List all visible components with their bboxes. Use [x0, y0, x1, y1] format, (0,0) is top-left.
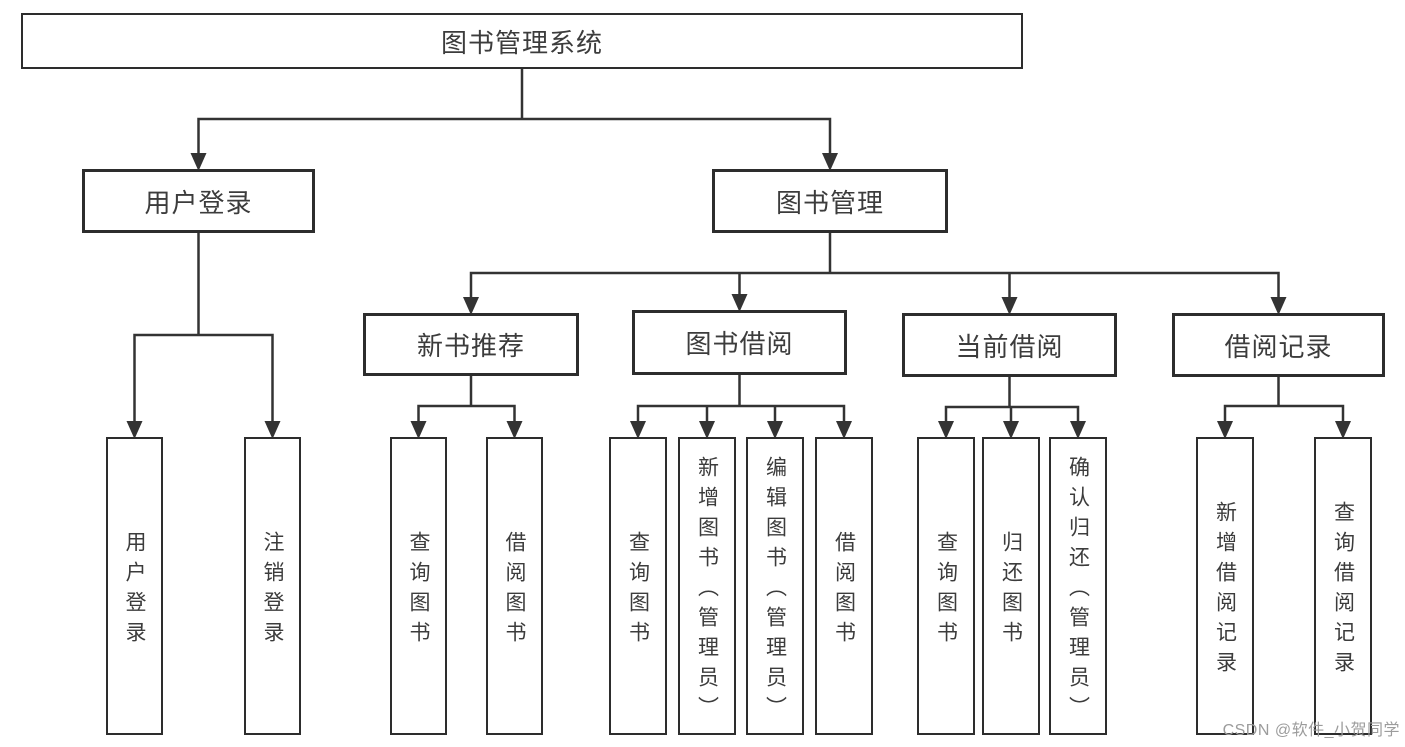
node-label-borrow-records: 借阅记录 [1224, 331, 1333, 362]
edge-from-user-login [133, 232, 274, 425]
node-label-book-borrow: 图书借阅 [685, 329, 794, 359]
node-label-leaf-bb-borrow: 借阅图书 [832, 530, 856, 651]
node-label-leaf-cb-query: 查询图书 [934, 530, 958, 651]
node-leaf-nb-borrow: 借阅图书 [486, 437, 543, 735]
node-label-leaf-logout: 注销登录 [261, 530, 284, 651]
node-leaf-br-query: 查询借阅记录 [1314, 437, 1372, 735]
node-book-mgmt: 图书管理 [712, 169, 948, 233]
node-label-leaf-nb-borrow: 借阅图书 [503, 530, 526, 651]
node-leaf-bb-edit: 编辑图书（管理员） [746, 437, 804, 735]
node-label-leaf-nb-query: 查询图书 [407, 530, 430, 651]
node-leaf-bb-query: 查询图书 [609, 437, 667, 735]
node-leaf-cb-return: 归还图书 [982, 437, 1040, 735]
node-leaf-user-login: 用户登录 [106, 437, 163, 735]
node-user-login: 用户登录 [82, 169, 315, 233]
node-leaf-logout: 注销登录 [244, 437, 301, 735]
edge-from-root [197, 68, 832, 157]
node-label-current-borrow: 当前借阅 [955, 331, 1064, 362]
node-label-leaf-bb-add: 新增图书（管理员） [695, 455, 719, 726]
node-label-leaf-bb-query: 查询图书 [626, 530, 650, 651]
node-leaf-cb-confirm: 确认归还（管理员） [1049, 437, 1107, 735]
node-leaf-br-add: 新增借阅记录 [1196, 437, 1254, 735]
node-label-leaf-br-add: 新增借阅记录 [1213, 500, 1237, 681]
edge-from-book-mgmt [469, 232, 1280, 301]
node-label-leaf-cb-confirm: 确认归还（管理员） [1066, 455, 1090, 726]
edge-from-book-borrow [636, 374, 846, 425]
node-label-leaf-br-query: 查询借阅记录 [1331, 500, 1355, 681]
node-label-leaf-bb-edit: 编辑图书（管理员） [763, 455, 787, 726]
node-label-leaf-cb-return: 归还图书 [999, 530, 1023, 651]
node-label-leaf-user-login: 用户登录 [123, 530, 146, 651]
node-label-user-login: 用户登录 [144, 187, 253, 218]
edge-from-current-borrow [944, 376, 1080, 425]
edge-from-new-books [417, 375, 516, 425]
node-root: 图书管理系统 [21, 13, 1023, 69]
node-leaf-bb-add: 新增图书（管理员） [678, 437, 736, 735]
node-leaf-nb-query: 查询图书 [390, 437, 447, 735]
node-current-borrow: 当前借阅 [902, 313, 1117, 377]
edge-from-borrow-records [1223, 376, 1345, 425]
node-leaf-cb-query: 查询图书 [917, 437, 975, 735]
watermark-text: CSDN @软件_小贺同学 [1222, 722, 1400, 739]
node-leaf-bb-borrow: 借阅图书 [815, 437, 873, 735]
node-label-root: 图书管理系统 [440, 27, 603, 58]
node-book-borrow: 图书借阅 [632, 310, 847, 375]
node-label-book-mgmt: 图书管理 [775, 187, 884, 218]
node-label-new-books: 新书推荐 [416, 331, 525, 361]
node-new-books: 新书推荐 [363, 313, 579, 376]
node-borrow-records: 借阅记录 [1172, 313, 1385, 377]
